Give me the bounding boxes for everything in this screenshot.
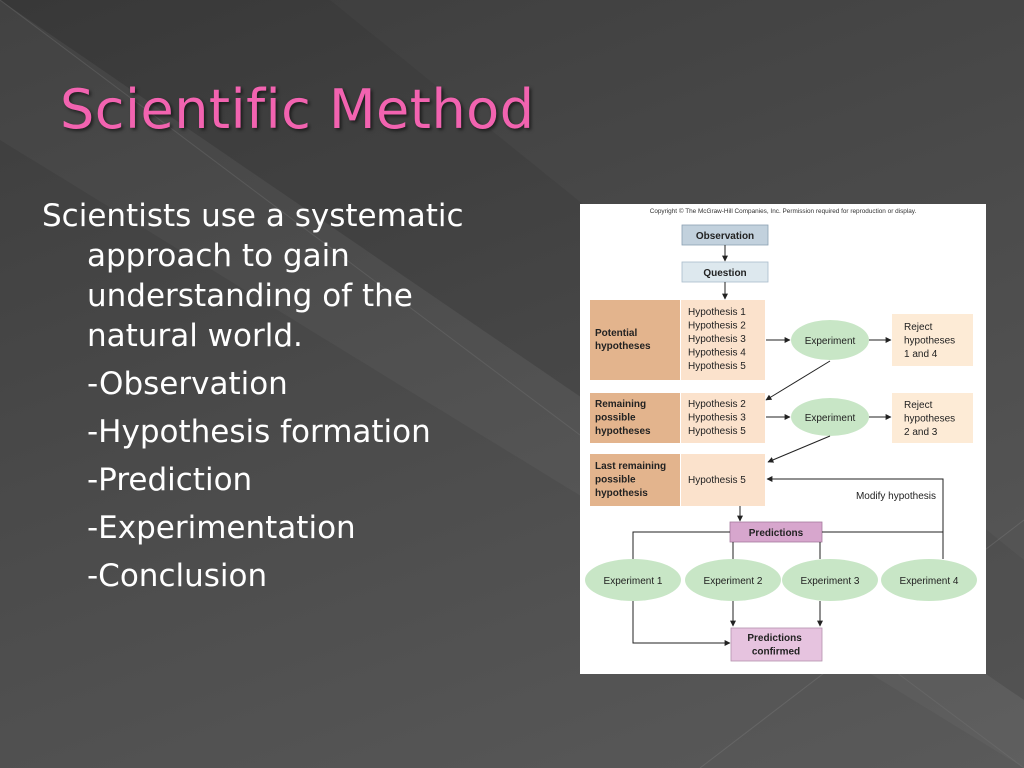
reject-box-1 [892,314,973,366]
step-experimentation: -Experimentation [87,510,356,546]
experiment-1-ellipse [791,320,869,360]
arrow-experiment-2-to-row-3 [767,435,831,463]
arrow-exp1-confirmed [632,601,731,646]
remaining-hypotheses-box [590,393,680,443]
predictions-confirmed-label: Predictions confirmed [747,633,804,658]
step-list: -Observation -Hypothesis formation -Pred… [42,364,512,596]
last-hypothesis-label: Last remaining possible hypothesis [595,461,669,499]
experiment-row-1 [585,559,681,601]
step-prediction: -Prediction [87,462,253,498]
branch-right [822,531,944,559]
experiment-row-1-label: Experiment 1 [604,576,663,587]
slide-body: Scientists use a systematic approach to … [42,196,512,604]
experiment-row-3 [782,559,878,601]
experiment-1-label: Experiment [805,336,856,347]
experiment-2-ellipse [791,398,869,436]
experiment-row-2 [685,559,781,601]
experiment-row-4-label: Experiment 4 [900,576,959,587]
hypothesis-5-label: Hypothesis 5 [688,475,746,486]
intro-text: Scientists use a systematic approach to … [42,198,464,354]
potential-hypotheses-label: Potential hypotheses [595,328,651,352]
diagram-canvas: Copyright © The McGraw-Hill Companies, I… [585,207,977,662]
observation-label: Observation [696,231,754,242]
potential-hypotheses-box [590,300,680,380]
experiment-row-2-label: Experiment 2 [704,576,763,587]
question-label: Question [703,268,746,279]
hypotheses-list-2-text: Hypothesis 2 Hypothesis 3 Hypothesis 5 [688,399,749,437]
reject-1-text: Reject hypotheses 1 and 4 [904,322,958,360]
slide-title: Scientific Method [60,78,535,141]
step-conclusion: -Conclusion [87,558,268,594]
scientific-method-diagram: Copyright © The McGraw-Hill Companies, I… [580,204,986,674]
modify-hypothesis-label: Modify hypothesis [856,491,936,502]
predictions-label: Predictions [749,528,804,539]
step-observation: -Observation [87,366,288,402]
experiment-row-4 [881,559,977,601]
copyright-notice: Copyright © The McGraw-Hill Companies, I… [650,207,917,215]
experiment-row-3-label: Experiment 3 [801,576,860,587]
last-hypothesis-box [590,454,680,506]
reject-2-text: Reject hypotheses 2 and 3 [904,400,958,438]
predictions-confirmed-box [730,627,823,662]
arrow-experiment-1-to-row-2 [765,360,831,401]
hypotheses-list-1 [681,300,765,380]
hypothesis-5-box [681,454,765,506]
hypotheses-list-1-text: Hypothesis 1 Hypothesis 2 Hypothesis 3 H… [688,307,749,372]
reject-box-2 [892,393,973,443]
step-hypothesis-formation: -Hypothesis formation [87,414,431,450]
remaining-hypotheses-label: Remaining possible hypotheses [595,399,651,437]
hypotheses-list-2 [681,393,765,443]
experiment-2-label: Experiment [805,413,856,424]
branch-left [632,531,730,559]
